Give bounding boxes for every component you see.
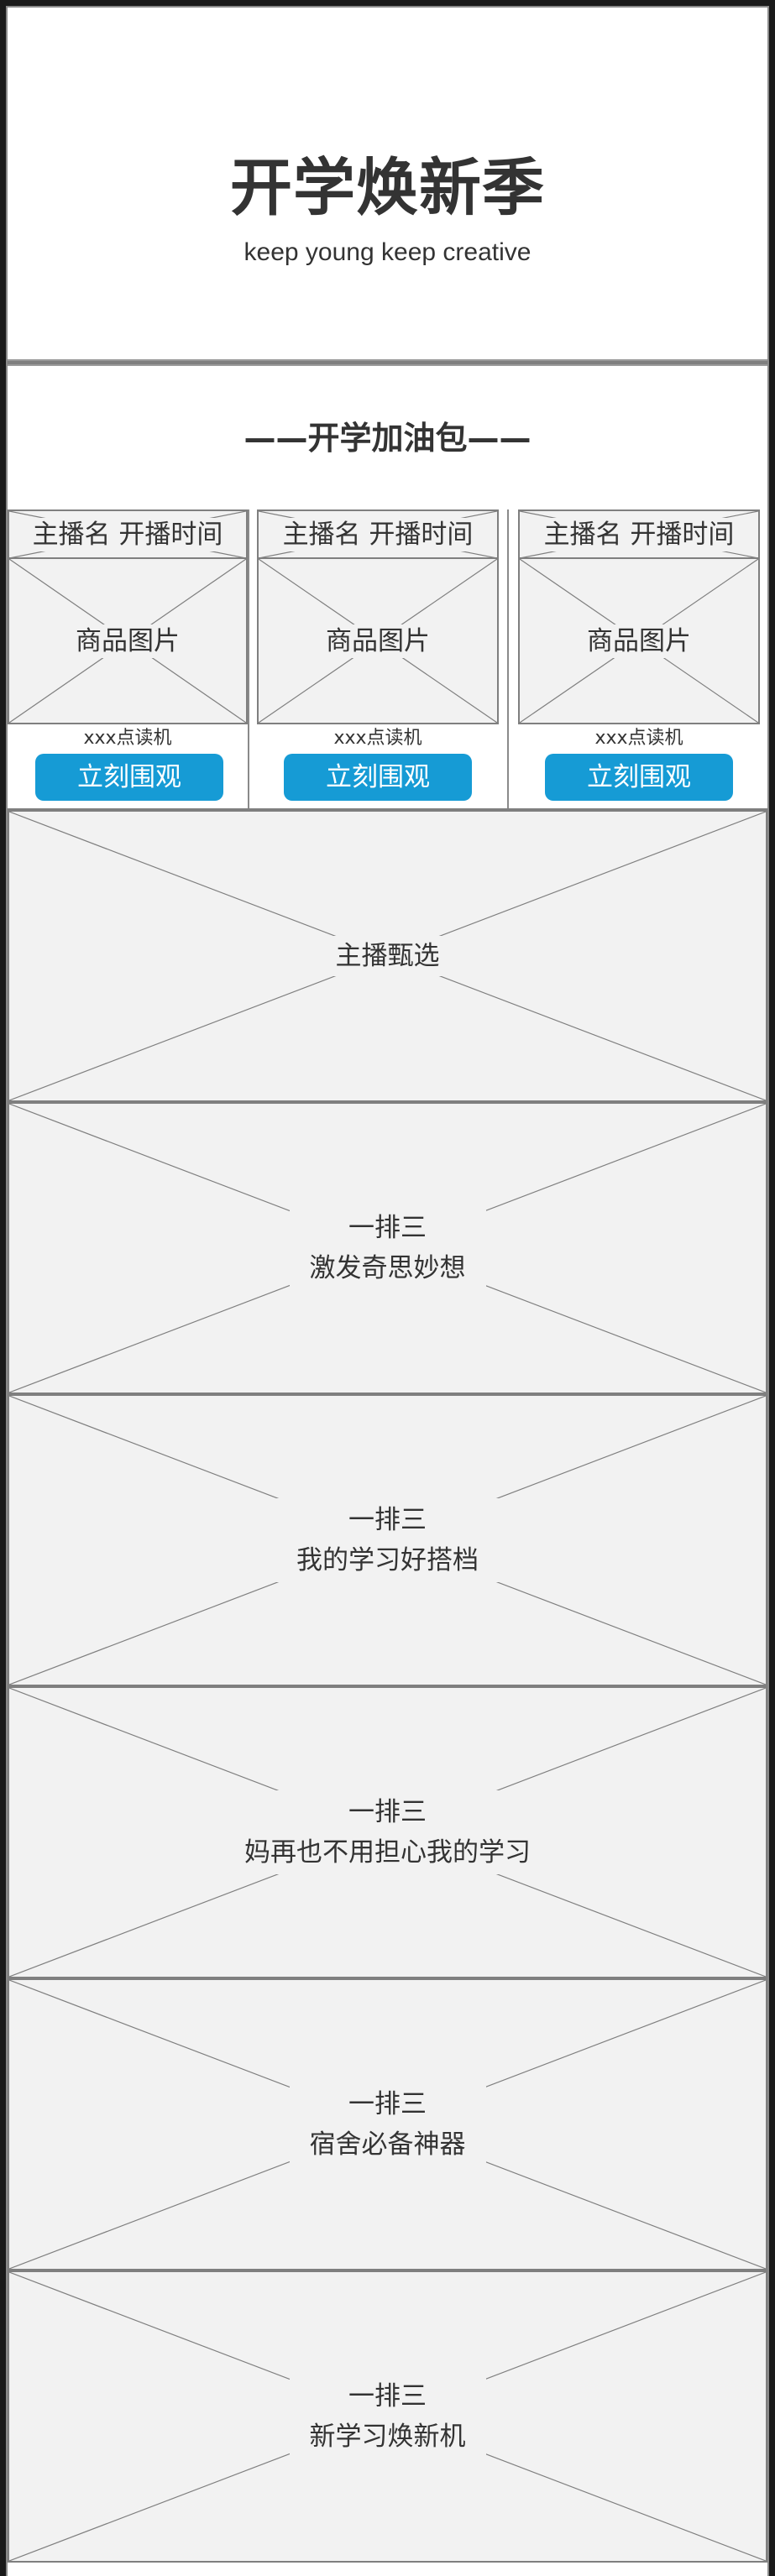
product-name: xxx点读机 (594, 728, 683, 749)
divider (8, 361, 767, 364)
streamer-info-label: 主播名 开播时间 (537, 518, 741, 551)
banner-layout-label: 一排三 (338, 1208, 437, 1248)
watch-now-button[interactable]: 立刻围观 (35, 754, 223, 801)
product-image-label: 商品图片 (69, 624, 186, 658)
banner-section-1[interactable]: 一排三激发奇思妙想 (8, 1102, 767, 1394)
streamer-info-placeholder: 主播名 开播时间 (8, 509, 248, 560)
banner-layout-label: 一排三 (338, 1792, 437, 1832)
banner-label: 主播甄选 (325, 936, 450, 976)
banner-section-4[interactable]: 一排三宿舍必备神器 (8, 1978, 767, 2270)
product-card[interactable]: 主播名 开播时间 商品图片 xxx点读机 立刻围观 (257, 509, 499, 808)
section-header: ——开学加油包—— (8, 364, 767, 509)
product-image-placeholder[interactable]: 商品图片 (257, 557, 499, 724)
streamer-info-placeholder: 主播名 开播时间 (518, 509, 760, 560)
streamer-info-label: 主播名 开播时间 (275, 518, 480, 551)
banner-layout-label: 一排三 (338, 2376, 437, 2417)
banner-layout-label: 一排三 (338, 2084, 437, 2124)
hero-banner: 开学焕新季 keep young keep creative (8, 8, 767, 361)
product-image-placeholder[interactable]: 商品图片 (518, 557, 760, 724)
hero-subtitle: keep young keep creative (243, 238, 532, 266)
product-image-label: 商品图片 (319, 624, 437, 658)
product-name: xxx点读机 (83, 728, 172, 749)
streamer-info-placeholder: 主播名 开播时间 (257, 509, 499, 560)
banner-section-2[interactable]: 一排三我的学习好搭档 (8, 1394, 767, 1686)
banner-label: 妈再也不用担心我的学习 (234, 1832, 541, 1873)
hero-title: 开学焕新季 (230, 152, 545, 224)
banner-label: 宿舍必备神器 (299, 2124, 476, 2165)
banner-layout-label: 一排三 (338, 1500, 437, 1540)
product-card[interactable]: 主播名 开播时间 商品图片 xxx点读机 立刻围观 (8, 509, 249, 808)
banner-section-5[interactable]: 一排三新学习焕新机 (8, 2270, 767, 2563)
banner-label: 我的学习好搭档 (286, 1540, 489, 1581)
banner-section-3[interactable]: 一排三妈再也不用担心我的学习 (8, 1686, 767, 1978)
streamer-info-label: 主播名 开播时间 (25, 518, 230, 551)
product-name: xxx点读机 (333, 728, 422, 749)
watch-now-button[interactable]: 立刻围观 (545, 754, 733, 801)
section-title: ——开学加油包—— (243, 420, 532, 457)
product-card[interactable]: 主播名 开播时间 商品图片 xxx点读机 立刻围观 (507, 509, 767, 808)
product-cards-row: 主播名 开播时间 商品图片 xxx点读机 立刻围观 主播名 开播时间 商品图片 … (8, 509, 767, 808)
page-canvas: 开学焕新季 keep young keep creative ——开学加油包——… (6, 6, 769, 2576)
product-image-label: 商品图片 (580, 624, 698, 658)
product-image-placeholder[interactable]: 商品图片 (8, 557, 248, 724)
banner-streamer-picks[interactable]: 主播甄选 (8, 810, 767, 1102)
banner-label: 新学习焕新机 (299, 2417, 476, 2457)
watch-now-button[interactable]: 立刻围观 (284, 754, 472, 801)
banner-label: 激发奇思妙想 (299, 1248, 476, 1288)
